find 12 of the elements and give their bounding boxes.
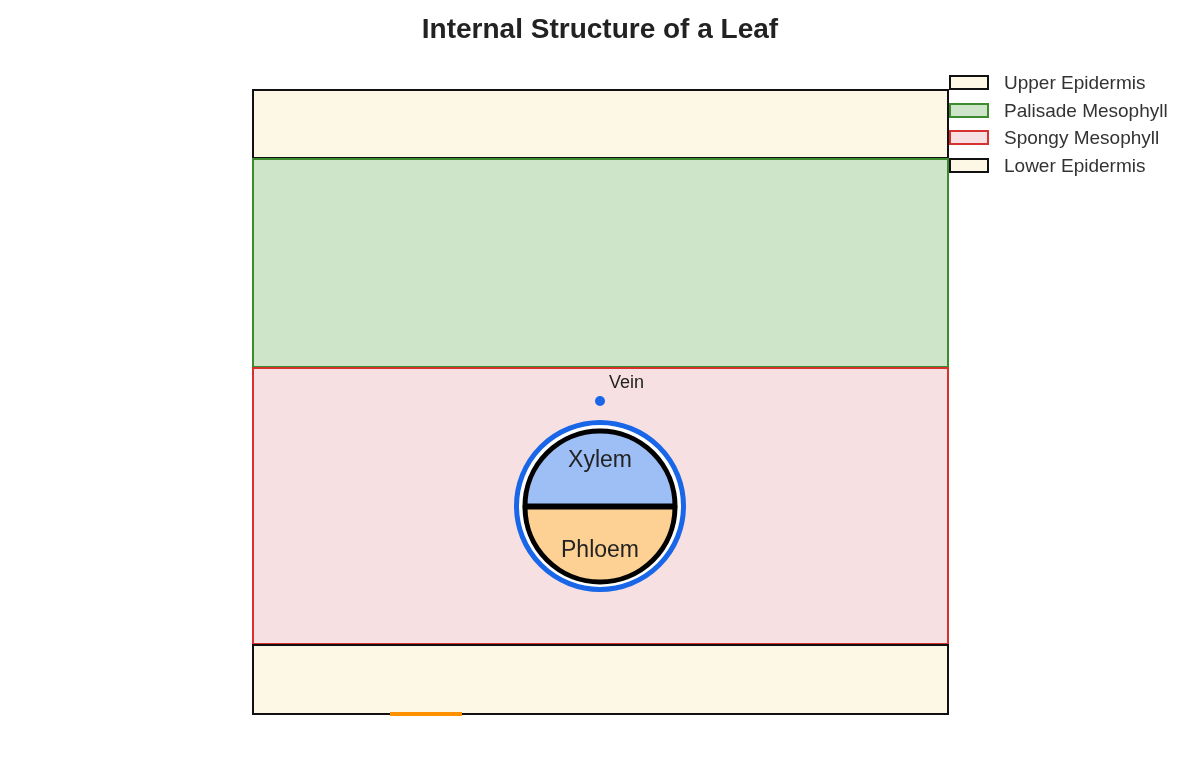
tissue-label: Xylem bbox=[567, 445, 633, 473]
spongy-layer bbox=[252, 367, 949, 645]
tissue-label: Phloem bbox=[560, 535, 640, 563]
legend-label: Spongy Mesophyll bbox=[1004, 126, 1160, 150]
upper-epidermis-layer bbox=[252, 89, 949, 159]
lower-epidermis-layer bbox=[252, 644, 949, 715]
legend-label: Palisade Mesophyll bbox=[1004, 98, 1168, 122]
legend-label: Lower Epidermis bbox=[1004, 154, 1146, 178]
palisade-layer bbox=[252, 158, 949, 368]
vein-label: Vein bbox=[609, 371, 645, 393]
legend-label: Upper Epidermis bbox=[1004, 71, 1146, 94]
diagram-title: Internal Structure of a Leaf bbox=[420, 12, 780, 46]
